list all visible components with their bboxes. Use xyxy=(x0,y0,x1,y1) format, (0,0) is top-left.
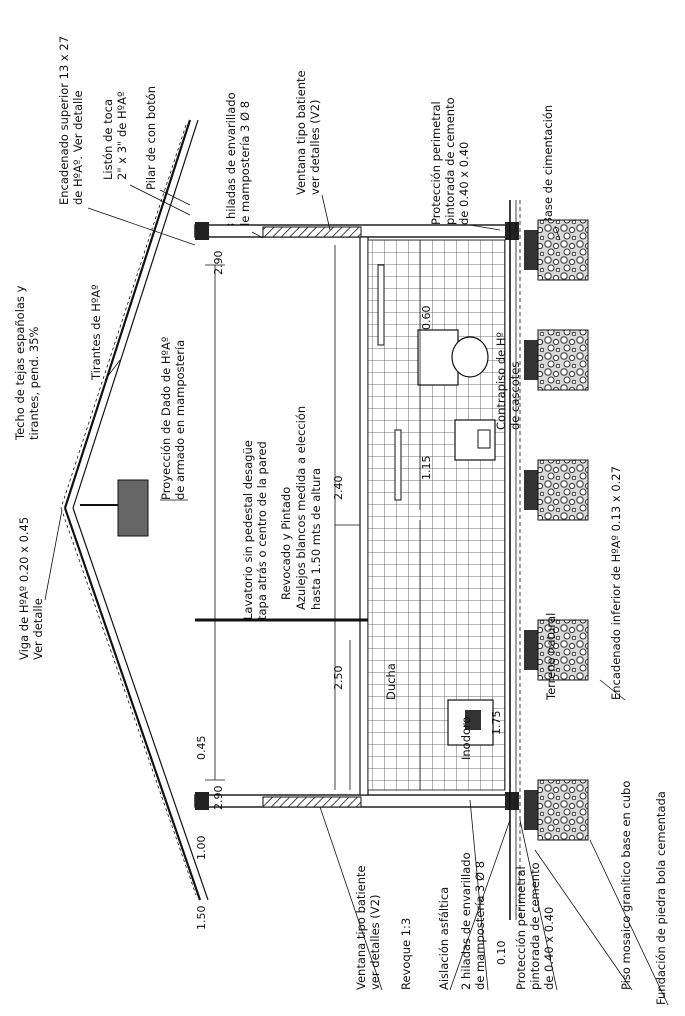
svg-text:Techo de tejas españolas y: Techo de tejas españolas y xyxy=(13,285,27,441)
leader-lines xyxy=(44,184,669,1006)
svg-text:Ventana tipo batiente: Ventana tipo batiente xyxy=(294,70,308,195)
label-viga: Viga de HºAº 0.20 x 0.45 Ver detalle xyxy=(17,517,45,660)
label-encadenado-superior: Encadenado superior 13 x 27 de HºAº. Ver… xyxy=(57,36,85,205)
label-ventana-izquierda: Ventana tipo batiente ver detalles (V2) xyxy=(354,865,382,990)
label-fundacion: Fundación de piedra bola cementada xyxy=(654,791,668,1005)
fixture-inodoro xyxy=(417,329,489,386)
label-proyeccion-dado: Proyección de Dado de HºAº de armado en … xyxy=(159,337,187,500)
label-ventana-derecha: Ventana tipo batiente ver detalles (V2) xyxy=(294,70,322,195)
svg-text:Lavatorio sin pedestal desagüe: Lavatorio sin pedestal desagüe xyxy=(241,440,255,620)
label-hiladas-izquierda: 2 hiladas de envarillado de mampostería … xyxy=(459,852,487,990)
label-aislacion: Aislación asfáltica xyxy=(437,887,451,990)
label-base: Base de cimentación xyxy=(541,105,555,225)
label-liston: Listón de toca 2" x 3" de HºAº xyxy=(101,92,129,180)
svg-text:Protección perimetral: Protección perimetral xyxy=(514,866,528,990)
dim-0-60: 0.60 xyxy=(420,306,433,331)
label-tirantes: Tirantes de HºAº xyxy=(89,284,103,381)
svg-text:ver detalles (V2): ver detalles (V2) xyxy=(308,100,322,195)
ridge-dado xyxy=(117,479,149,537)
svg-text:2 hiladas de envarillado: 2 hiladas de envarillado xyxy=(459,852,473,990)
dim-1-15: 1.15 xyxy=(420,456,433,481)
svg-text:Proyección de Dado de HºAº: Proyección de Dado de HºAº xyxy=(159,337,173,500)
roof xyxy=(60,119,209,901)
label-proteccion-izquierda: Protección perimetral pintorada de cemen… xyxy=(514,862,556,990)
dim-2-50: 2.50 xyxy=(332,666,345,691)
svg-text:de cascotes: de cascotes xyxy=(508,362,522,430)
window-left xyxy=(262,796,362,808)
label-piso: Piso mosaico granítico base en cubo xyxy=(619,781,633,990)
svg-text:Encadenado superior 13 x 27: Encadenado superior 13 x 27 xyxy=(57,36,71,205)
label-hiladas-derecha: 3 hiladas de envarillado de mampostería … xyxy=(224,92,252,230)
svg-text:Ver detalle: Ver detalle xyxy=(31,598,45,660)
fixture-ducha xyxy=(447,699,494,746)
dim-0-75: 1.75 xyxy=(490,711,503,736)
dim-2-40: 2.40 xyxy=(332,476,345,501)
label-contrapiso: Contrapiso de Hº de cascotes xyxy=(494,332,522,430)
foundations xyxy=(524,219,589,841)
fixture-lavatorio xyxy=(454,419,496,461)
window-right xyxy=(262,226,362,238)
label-ducha: Ducha xyxy=(384,663,398,700)
svg-text:3 hiladas de envarillado: 3 hiladas de envarillado xyxy=(224,92,238,230)
svg-text:Protección perimetral: Protección perimetral xyxy=(429,101,443,225)
svg-text:pintorada de cemento: pintorada de cemento xyxy=(528,862,542,990)
svg-text:pintorada de cemento: pintorada de cemento xyxy=(443,97,457,225)
label-lavatorio: Lavatorio sin pedestal desagüe tapa atrá… xyxy=(241,440,269,620)
dim-lines xyxy=(205,240,421,790)
dim-2-90-left: 2.90 xyxy=(212,786,225,811)
svg-text:tapa atrás o centro de la pare: tapa atrás o centro de la pared xyxy=(255,441,269,620)
svg-text:de armado en mampostería: de armado en mampostería xyxy=(173,340,187,500)
label-inodoro: Inodoro xyxy=(459,716,473,760)
towel-bar xyxy=(377,264,385,346)
svg-text:hasta 1.50 mts de altura: hasta 1.50 mts de altura xyxy=(309,468,323,610)
label-azulejos: Azulejos blancos medida a elección hasta… xyxy=(294,406,323,610)
svg-text:de mampostería 3 Ø 8: de mampostería 3 Ø 8 xyxy=(238,101,252,230)
label-revoque: Revoque 1:3 xyxy=(399,918,413,990)
svg-text:Azulejos blancos medida a elec: Azulejos blancos medida a elección xyxy=(294,406,308,610)
svg-text:Viga de HºAº 0.20 x 0.45: Viga de HºAº 0.20 x 0.45 xyxy=(17,517,31,660)
svg-text:Listón de toca: Listón de toca xyxy=(101,99,115,180)
svg-text:de 0.40 x 0.40: de 0.40 x 0.40 xyxy=(457,142,471,225)
dim-0-45: 0.45 xyxy=(195,736,208,761)
dim-1-50: 1.50 xyxy=(195,906,208,931)
svg-text:Contrapiso de Hº: Contrapiso de Hº xyxy=(494,332,508,430)
label-proteccion-derecha: Protección perimetral pintorada de cemen… xyxy=(429,97,471,225)
label-terreno: Terreno natural xyxy=(544,613,558,701)
dim-0-10: 0.10 xyxy=(495,941,508,966)
label-techo: Techo de tejas españolas y tirantes, pen… xyxy=(13,285,41,441)
label-revocado: Revocado y Pintado xyxy=(279,487,293,600)
dim-1-00: 1.00 xyxy=(195,836,208,861)
svg-text:de HºAº. Ver detalle: de HºAº. Ver detalle xyxy=(71,90,85,205)
svg-text:ver detalles (V2): ver detalles (V2) xyxy=(368,895,382,990)
svg-text:tirantes, pend. 35%: tirantes, pend. 35% xyxy=(27,326,41,440)
soap-shelf xyxy=(394,429,402,501)
svg-text:2" x 3" de HºAº: 2" x 3" de HºAº xyxy=(115,92,129,180)
dim-2-90-right: 2.90 xyxy=(212,251,225,276)
label-encadenado-inferior: Encadenado inferior de HºAº 0.13 x 0.27 xyxy=(609,466,623,700)
svg-text:de mampostería 3 Ø 8: de mampostería 3 Ø 8 xyxy=(473,861,487,990)
label-pilar-boton: Pilar de con botón xyxy=(144,86,158,190)
